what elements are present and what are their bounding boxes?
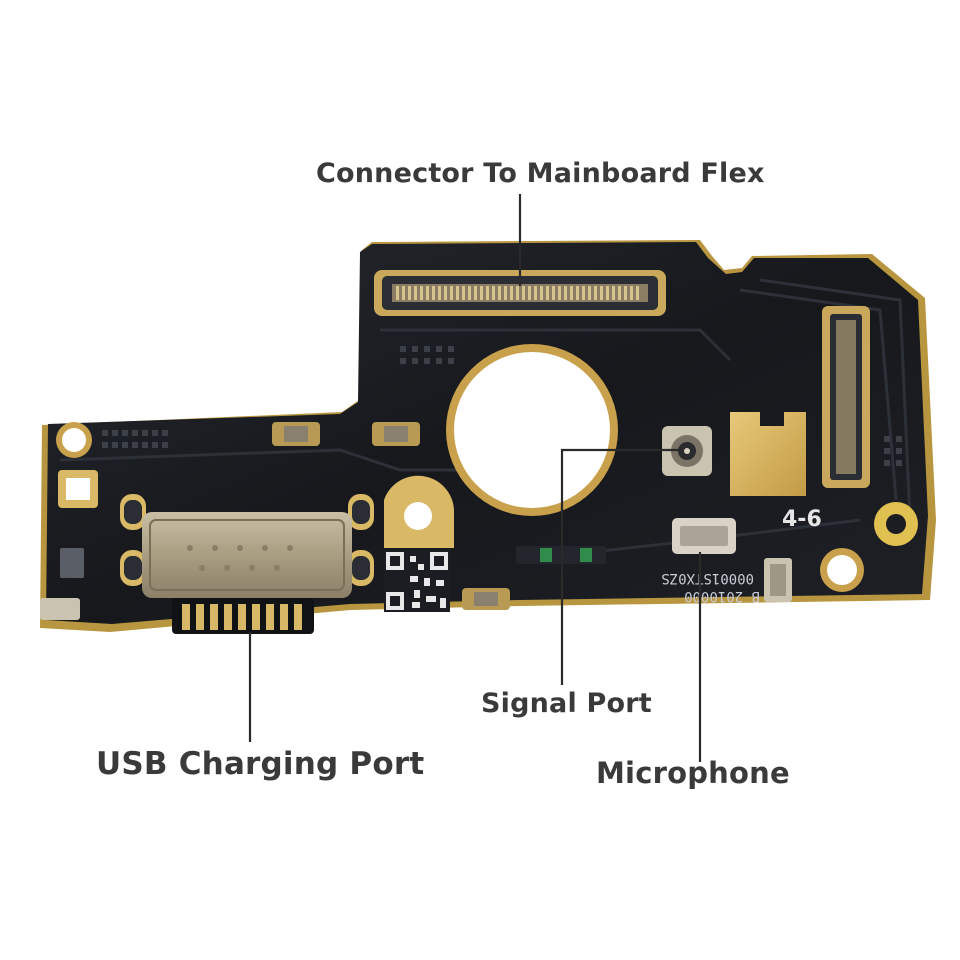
smd-components <box>40 422 792 620</box>
mainboard-flex-connector <box>374 270 666 316</box>
part-code-marking: 00001STX0ZS <box>661 570 754 586</box>
side-flex-connector <box>822 306 870 488</box>
mounting-pad-usb <box>384 475 454 548</box>
qr-code <box>384 550 450 612</box>
leader-lines <box>248 194 702 762</box>
signal-port-connector <box>662 426 712 476</box>
microphone-component <box>672 518 736 554</box>
part-code-mirror-marking: B 2010000 <box>684 588 760 604</box>
silkscreen-marking: 4-6 <box>782 507 822 532</box>
connector-label: Connector To Mainboard Flex <box>316 158 765 189</box>
microphone-label: Microphone <box>596 756 790 790</box>
usb-c-port <box>120 494 374 634</box>
signal-port-label: Signal Port <box>481 688 652 719</box>
mounting-hole-left <box>56 422 98 508</box>
pcb-traces <box>59 278 912 562</box>
usb-charging-port-label: USB Charging Port <box>96 746 425 782</box>
via-arrays <box>102 346 902 466</box>
mounting-hole-right <box>820 502 918 592</box>
microphone-shield-pad <box>730 412 806 496</box>
